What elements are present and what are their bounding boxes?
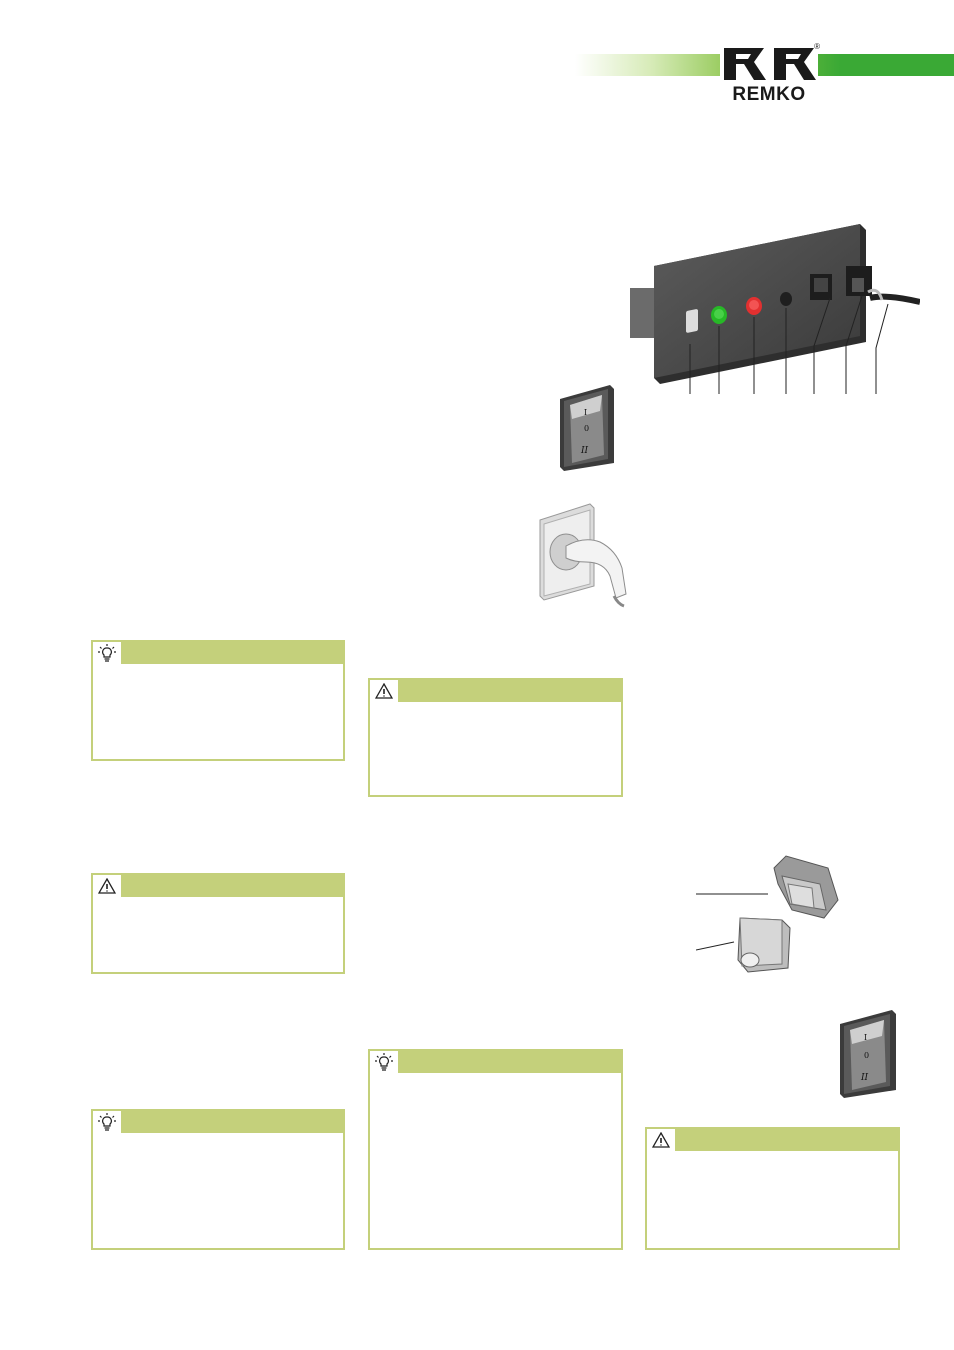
tip-notice-box bbox=[368, 1049, 623, 1250]
registered-mark: ® bbox=[814, 42, 820, 51]
notice-body bbox=[93, 664, 343, 759]
lightbulb-icon bbox=[370, 1051, 400, 1073]
notice-header bbox=[93, 642, 343, 664]
switch-glyph-on: I bbox=[584, 408, 587, 417]
tip-notice-box bbox=[91, 640, 345, 761]
warning-notice-box bbox=[368, 678, 623, 797]
notice-header bbox=[93, 875, 343, 897]
warning-notice-box bbox=[645, 1127, 900, 1250]
rocker-switch-illustration-right: I 0 II bbox=[840, 1010, 896, 1098]
lightbulb-icon bbox=[93, 1111, 123, 1133]
warning-triangle-icon bbox=[647, 1129, 677, 1151]
lightbulb-icon bbox=[93, 642, 123, 664]
tip-notice-box bbox=[91, 1109, 345, 1250]
switch-glyph-off: 0 bbox=[584, 424, 589, 433]
notice-body bbox=[370, 1073, 621, 1248]
control-panel-illustration bbox=[630, 224, 920, 394]
notice-header bbox=[647, 1129, 898, 1151]
notice-body bbox=[93, 897, 343, 972]
switch-glyph-two: II bbox=[580, 446, 589, 456]
notice-header bbox=[370, 1051, 621, 1073]
warning-triangle-icon bbox=[93, 875, 123, 897]
notice-header bbox=[370, 680, 621, 702]
switch-glyph-two: II bbox=[860, 1073, 869, 1083]
logo-mark-icon bbox=[724, 48, 816, 80]
notice-body bbox=[370, 702, 621, 795]
warning-notice-box bbox=[91, 873, 345, 974]
wall-socket-plug-illustration bbox=[539, 503, 627, 608]
remko-logo: ® REMKO bbox=[720, 42, 820, 106]
switch-glyph-off: 0 bbox=[864, 1051, 869, 1060]
notice-header bbox=[93, 1111, 343, 1133]
warning-triangle-icon bbox=[370, 680, 400, 702]
plug-connector-illustration bbox=[696, 855, 839, 973]
switch-glyph-on: I bbox=[864, 1033, 867, 1042]
notice-body bbox=[647, 1151, 898, 1248]
brand-name: REMKO bbox=[732, 84, 806, 105]
notice-body bbox=[93, 1133, 343, 1248]
rocker-switch-illustration: I 0 II bbox=[560, 385, 614, 471]
